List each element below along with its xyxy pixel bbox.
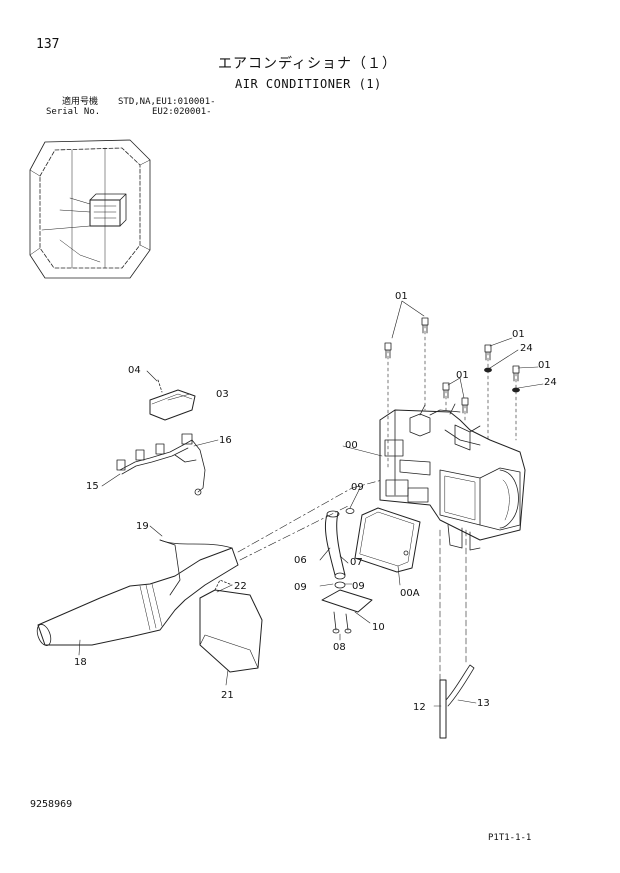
- callout-09: 09: [351, 482, 364, 493]
- callout-04: 04: [128, 365, 141, 376]
- callout-24: 24: [544, 377, 557, 388]
- callout-01: 01: [395, 291, 408, 302]
- wire-harness: [116, 433, 206, 496]
- mounting-bracket: [321, 508, 373, 634]
- callout-24: 24: [520, 343, 533, 354]
- callout-01: 01: [456, 370, 469, 381]
- callout-03: 03: [216, 389, 229, 400]
- applicability-line2: EU2:020001-: [152, 107, 212, 117]
- callout-08: 08: [333, 642, 346, 653]
- callout-labels: 01 01 24 01 24 01 00 00A 03 04 06 07 08 …: [74, 291, 557, 713]
- callout-19: 19: [136, 521, 149, 532]
- duct-main: [36, 539, 239, 646]
- title-english: AIR CONDITIONER (1): [235, 77, 382, 91]
- callout-13: 13: [477, 698, 490, 709]
- document-number: 9258969: [30, 799, 73, 810]
- callout-15: 15: [86, 481, 99, 492]
- callout-21: 21: [221, 690, 234, 701]
- duct-lower: [199, 579, 263, 673]
- applicability-line1: STD,NA,EU1:010001-: [118, 97, 216, 107]
- applicability-label-jp: 適用号機: [62, 97, 99, 107]
- drain-hose: [324, 510, 346, 580]
- callout-01: 01: [512, 329, 525, 340]
- callout-07: 07: [350, 557, 363, 568]
- callout-16: 16: [219, 435, 232, 446]
- callout-06: 06: [294, 555, 307, 566]
- callout-12: 12: [413, 702, 426, 713]
- connection-lines: [237, 479, 383, 561]
- page-number: 137: [36, 37, 60, 52]
- bolts: [384, 317, 520, 471]
- callout-09: 09: [294, 582, 307, 593]
- callout-18: 18: [74, 657, 87, 668]
- callout-09: 09: [352, 581, 365, 592]
- leader-lines: [78, 300, 544, 707]
- callout-22: 22: [234, 581, 247, 592]
- title-japanese: エアコンディショナ（１）: [218, 56, 398, 72]
- page-reference: P1T1-1-1: [488, 833, 532, 843]
- vent-louver: [149, 379, 196, 421]
- callout-10: 10: [372, 622, 385, 633]
- cab-overview-sketch: [29, 139, 151, 279]
- callout-00: 00: [345, 440, 358, 451]
- drain-pipes: [439, 529, 475, 739]
- applicability-label-en: Serial No.: [46, 107, 101, 117]
- callout-00A: 00A: [400, 588, 420, 599]
- air-conditioner-unit: [379, 403, 526, 551]
- callout-01: 01: [538, 360, 551, 371]
- filter-panel: [354, 507, 421, 573]
